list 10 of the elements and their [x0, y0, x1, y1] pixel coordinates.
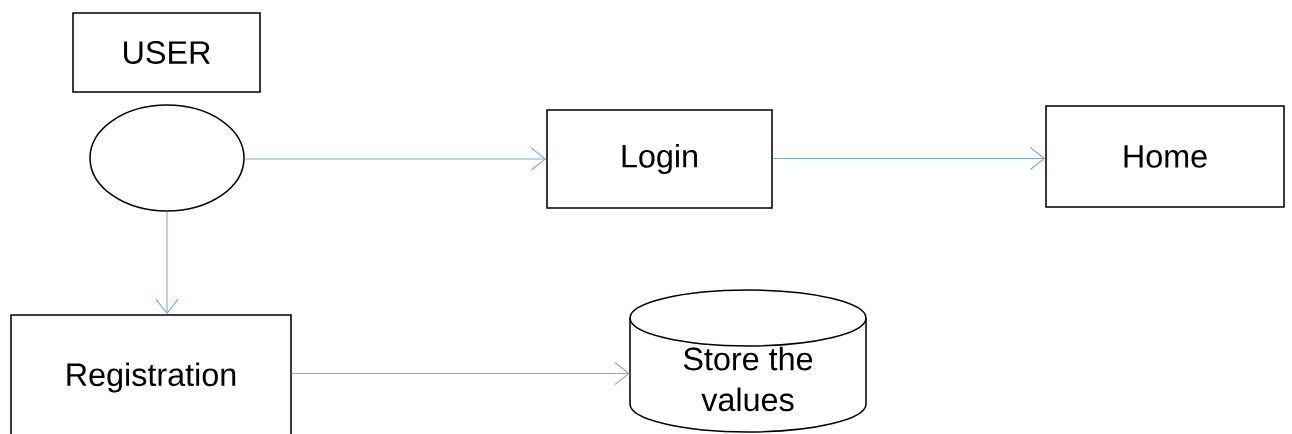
- arrow: [291, 361, 630, 386]
- arrow: [155, 211, 179, 315]
- process-box: Home: [1045, 105, 1285, 208]
- database-cylinder: Store the values: [629, 289, 867, 433]
- actor-circle: [89, 104, 245, 212]
- process-box: USER: [72, 12, 261, 93]
- arrow: [244, 147, 547, 171]
- process-box: Login: [546, 109, 773, 209]
- arrow: [772, 146, 1046, 171]
- process-box: Registration: [10, 314, 292, 434]
